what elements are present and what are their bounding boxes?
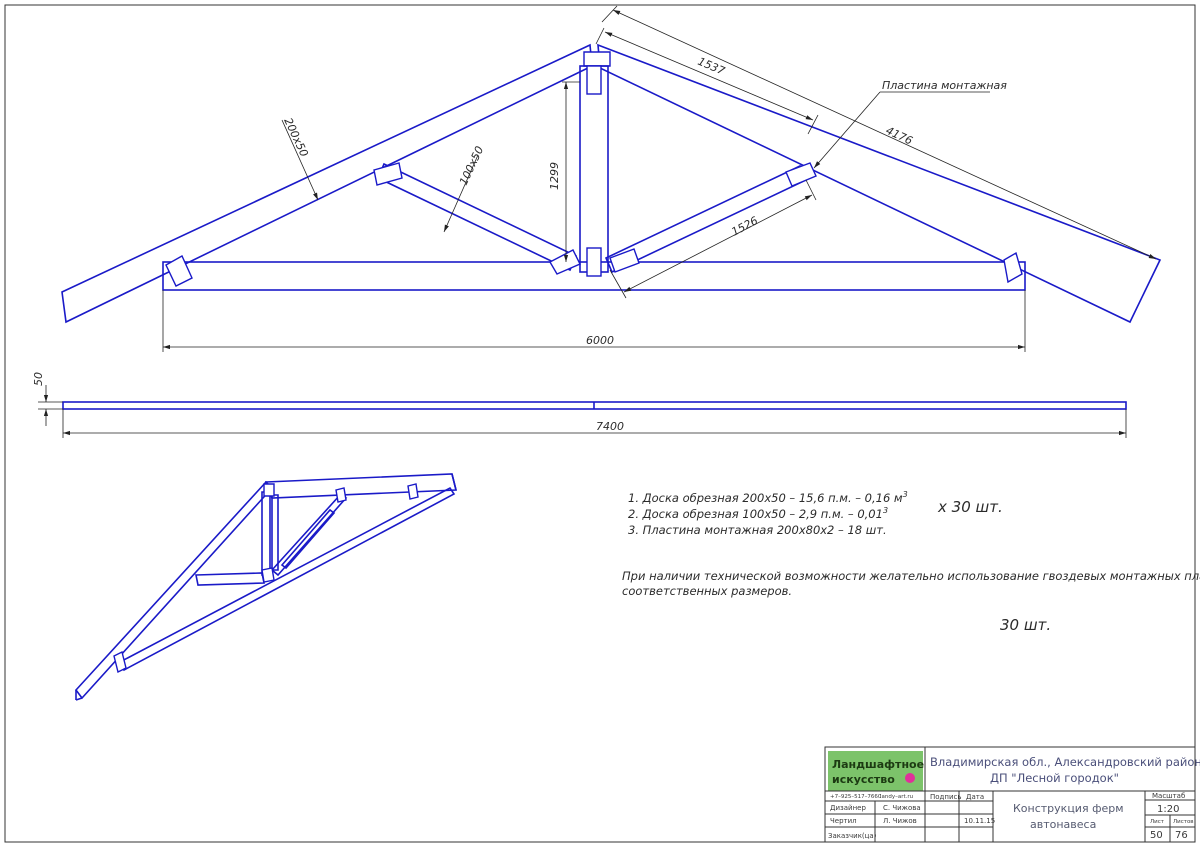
sheets-label: Листов: [1173, 819, 1194, 825]
title-line-1: Конструкция ферм: [1013, 802, 1124, 815]
dim-brace-length: 1526: [729, 214, 760, 239]
truss-isometric: [74, 473, 458, 701]
dim-rafter-length: 4176: [884, 124, 915, 148]
remark-line-2: соответственных размеров.: [622, 584, 792, 598]
callout-mounting-plate: Пластина монтажная: [882, 79, 1007, 92]
col-signature: Подпись: [930, 793, 962, 801]
left-heel-plate: [165, 255, 193, 287]
quantity-label-1: х 30 шт.: [937, 498, 1003, 516]
title-block: Ландшафтное искусство Владимирская обл.,…: [824, 746, 1200, 843]
sheet-label: Лист: [1150, 819, 1165, 825]
scale-value: 1:20: [1157, 804, 1179, 815]
col-date: Дата: [966, 793, 984, 801]
left-brace-plate-top: [373, 162, 403, 186]
sheet-value: 50: [1150, 830, 1163, 841]
note-line-2: 2. Доска обрезная 100х50 – 2,9 п.м. – 0,…: [628, 506, 888, 521]
dimension-lines: 200x50 100x50 1299 1537 4176 1526 6000 П…: [162, 5, 1157, 352]
quantity-label-2: 30 шт.: [1000, 616, 1051, 634]
right-heel-plate: [1003, 251, 1023, 284]
name-drafter: Л. Чижов: [883, 817, 917, 825]
drawing-date: 10.11.15: [964, 817, 995, 825]
note-line-1: 1. Доска обрезная 200х50 – 15,6 п.м. – 0…: [628, 490, 908, 505]
notes: 1. Доска обрезная 200х50 – 15,6 п.м. – 0…: [622, 490, 1200, 634]
logo-line-1: Ландшафтное: [832, 758, 924, 771]
logo-line-2: искусство: [832, 773, 895, 786]
board-elevation: 7400 50: [32, 372, 1127, 438]
address-line-2: ДП "Лесной городок": [990, 771, 1119, 785]
role-designer: Дизайнер: [830, 804, 866, 812]
left-brace-plate-bottom: [549, 249, 581, 275]
ridge-plate: [583, 51, 611, 67]
role-drafter: Чертил: [830, 817, 857, 825]
left-brace: [376, 162, 578, 272]
dim-board-thickness: 50: [32, 372, 45, 386]
scale-label: Масштаб: [1152, 792, 1185, 800]
left-rafter: [61, 43, 593, 324]
contact-phone: +7–925–517–7660: [830, 794, 882, 800]
sheets-value: 76: [1175, 830, 1188, 841]
contact-site: landy–art.ru: [880, 794, 913, 800]
note-line-3: 3. Пластина монтажная 200х80х2 – 18 шт.: [628, 523, 887, 537]
dim-rafter-section: 200x50: [281, 116, 310, 159]
sheet-frame: [4, 4, 1196, 843]
logo: [828, 751, 923, 791]
title-line-2: автонавеса: [1030, 818, 1096, 831]
dim-brace-section: 100x50: [457, 144, 486, 187]
remark-line-1: При наличии технической возможности жела…: [622, 569, 1200, 583]
dim-span: 6000: [586, 334, 614, 347]
role-customer: Заказчик(ца): [828, 832, 877, 840]
king-post: [579, 65, 609, 273]
dim-king-post: 1299: [548, 162, 561, 190]
king-post-plate-bottom: [586, 247, 602, 277]
address-line-1: Владимирская обл., Александровский район…: [930, 755, 1200, 769]
right-brace-plate-top: [785, 162, 817, 187]
dim-upper-segment: 1537: [696, 55, 727, 78]
name-designer: С. Чижова: [883, 804, 921, 812]
logo-dot: [905, 773, 915, 783]
right-brace-plate-bottom: [609, 248, 640, 273]
dim-board-length: 7400: [596, 420, 624, 433]
right-rafter: [597, 43, 1162, 324]
king-post-plate-top: [586, 65, 602, 95]
